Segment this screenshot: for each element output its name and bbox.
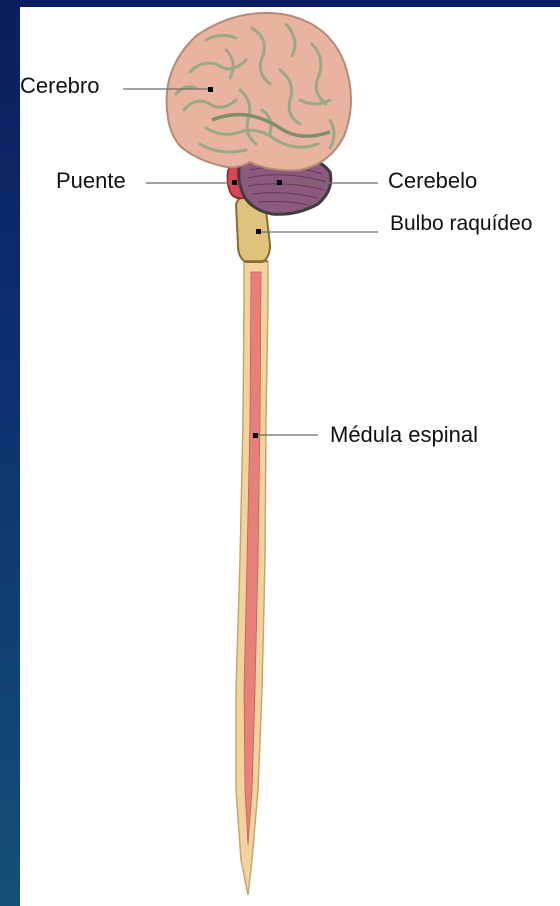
puente-marker — [232, 180, 237, 185]
cerebrum-shape — [167, 13, 351, 170]
cerebelo-marker — [277, 180, 282, 185]
medula-marker — [253, 433, 258, 438]
bulbo-marker — [256, 229, 261, 234]
cerebro-label: Cerebro — [20, 73, 99, 98]
puente-label: Puente — [56, 168, 126, 193]
medula-label: Médula espinal — [330, 422, 478, 447]
cerebelo-label: Cerebelo — [388, 168, 477, 193]
cerebro-marker — [208, 87, 213, 92]
bulbo-label: Bulbo raquídeo — [390, 212, 532, 235]
